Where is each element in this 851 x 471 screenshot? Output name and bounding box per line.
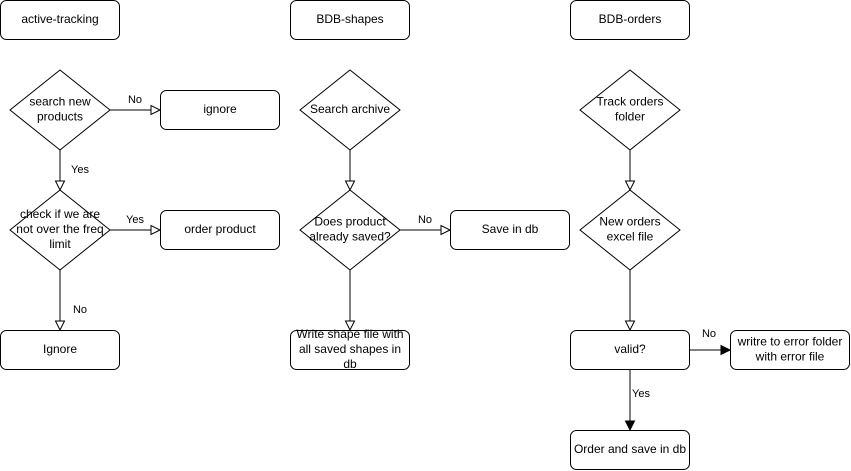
node-label-line: Save in db bbox=[482, 222, 539, 236]
box-valid: valid? bbox=[570, 330, 690, 370]
process-shape bbox=[450, 210, 570, 250]
arrowhead-icon bbox=[344, 320, 356, 332]
edge-label-no: No bbox=[702, 328, 716, 340]
connector-e5 bbox=[344, 150, 356, 192]
node-label-line: search new bbox=[29, 95, 91, 109]
connector-e7 bbox=[344, 270, 356, 332]
process-shape bbox=[290, 330, 410, 370]
node-label-line: already saved? bbox=[309, 230, 391, 244]
decision-shape bbox=[579, 189, 681, 271]
box-save-in-db: Save in db bbox=[450, 210, 570, 250]
connector-e10: No bbox=[690, 328, 732, 356]
connector-e3: Yes bbox=[110, 214, 162, 236]
node-label-line: limit bbox=[49, 237, 71, 251]
arrowhead-icon bbox=[720, 344, 732, 356]
process-shape bbox=[0, 0, 120, 40]
lane-title-bdb-shapes: BDB-shapes bbox=[290, 0, 410, 40]
node-label-line: not over the freq bbox=[16, 222, 103, 236]
box-order-and-save: Order and save in db bbox=[570, 430, 690, 470]
connector-e1: No bbox=[110, 94, 162, 116]
connector-e6: No bbox=[400, 214, 452, 236]
arrowhead-icon bbox=[624, 320, 636, 332]
arrowhead-icon bbox=[54, 320, 66, 332]
node-label-line: Order and save in db bbox=[574, 442, 686, 456]
lane-title-bdb-orders: BDB-orders bbox=[570, 0, 690, 40]
decision-shape bbox=[299, 69, 401, 151]
connector-e2: Yes bbox=[54, 150, 89, 192]
connector-e4: No bbox=[54, 270, 87, 332]
decision-shape bbox=[579, 69, 681, 151]
node-label-line: ignore bbox=[203, 102, 237, 116]
node-label-line: Write shape file with bbox=[296, 327, 403, 341]
node-label-line: New orders bbox=[599, 215, 660, 229]
node-label-line: folder bbox=[615, 110, 645, 124]
arrowhead-icon bbox=[440, 224, 452, 236]
connector-e11: Yes bbox=[624, 370, 650, 432]
arrowhead-icon bbox=[150, 104, 162, 116]
edge-label-yes: Yes bbox=[126, 214, 144, 226]
decision-shape bbox=[299, 189, 401, 271]
decision-search-archive: Search archive bbox=[299, 69, 401, 151]
node-label-line: Track orders bbox=[597, 95, 664, 109]
process-shape bbox=[570, 430, 690, 470]
node-label-line: Search archive bbox=[310, 102, 390, 116]
decision-shape bbox=[9, 69, 111, 151]
connector-e8 bbox=[624, 150, 636, 192]
edge-label-no: No bbox=[73, 304, 87, 316]
box-ignore-lower: ignore bbox=[160, 90, 280, 130]
process-shape bbox=[730, 330, 850, 370]
process-shape bbox=[290, 0, 410, 40]
connector-e9 bbox=[624, 270, 636, 332]
node-label-line: all saved shapes in bbox=[299, 342, 401, 356]
process-shape bbox=[160, 90, 280, 130]
node-label-line: with error file bbox=[755, 350, 825, 364]
edge-label-no: No bbox=[418, 214, 432, 226]
node-label-line: writre to error folder bbox=[737, 335, 843, 349]
decision-shape bbox=[9, 189, 111, 271]
edge-label-no: No bbox=[128, 94, 142, 106]
node-label-line: valid? bbox=[614, 342, 646, 356]
node-label-line: db bbox=[343, 357, 357, 371]
process-shape bbox=[0, 330, 120, 370]
box-ignore-upper: Ignore bbox=[0, 330, 120, 370]
node-label-line: Ignore bbox=[43, 342, 77, 356]
process-shape bbox=[570, 0, 690, 40]
edge-label-yes: Yes bbox=[632, 388, 650, 400]
arrowhead-icon bbox=[150, 224, 162, 236]
arrowhead-icon bbox=[344, 180, 356, 192]
edge-label-yes: Yes bbox=[71, 164, 89, 176]
node-label-line: products bbox=[37, 110, 83, 124]
arrowhead-icon bbox=[54, 180, 66, 192]
arrowhead-icon bbox=[624, 180, 636, 192]
node-label-line: excel file bbox=[607, 230, 654, 244]
box-order-product: order product bbox=[160, 210, 280, 250]
node-label-line: order product bbox=[184, 222, 256, 236]
process-shape bbox=[160, 210, 280, 250]
node-label-line: check if we are bbox=[20, 207, 100, 221]
lane-title-active-tracking: active-tracking bbox=[0, 0, 120, 40]
node-label-line: BDB-orders bbox=[599, 12, 662, 26]
node-label-line: Does product bbox=[314, 215, 386, 229]
process-shape bbox=[570, 330, 690, 370]
arrowhead-icon bbox=[624, 420, 636, 432]
node-label-line: active-tracking bbox=[21, 12, 98, 26]
node-label-line: BDB-shapes bbox=[316, 12, 383, 26]
